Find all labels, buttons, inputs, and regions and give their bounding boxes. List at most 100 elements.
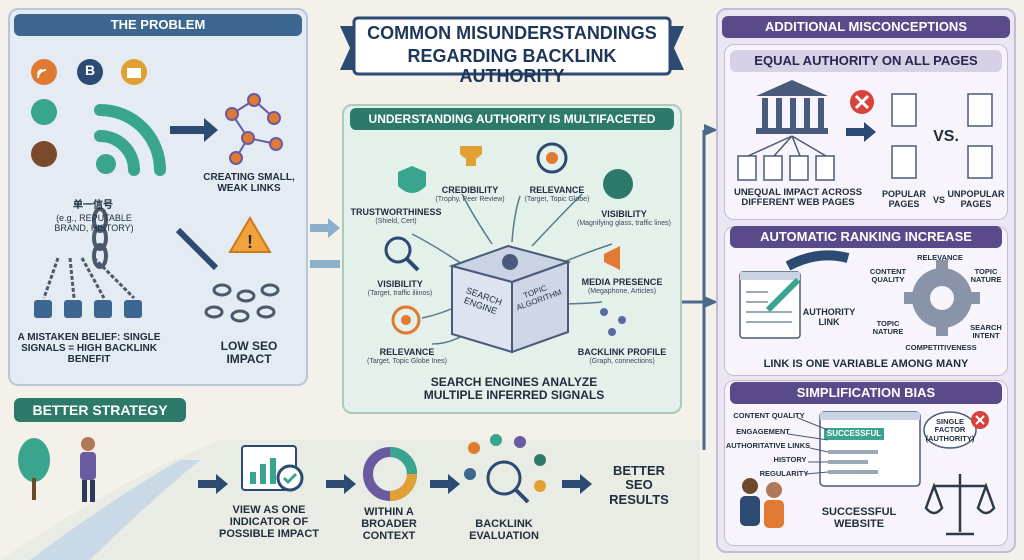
- automatic-ranking-header: AUTOMATIC RANKING INCREASE: [730, 226, 1002, 248]
- person-icon: [80, 437, 96, 502]
- simplification-bias-header: SIMPLIFICATION BIAS: [730, 382, 1002, 404]
- arrow-right-icon: [170, 118, 218, 142]
- website-mockup-icon: [819, 411, 921, 487]
- weak-links-label: CREATING SMALL, WEAK LINKS: [203, 172, 295, 194]
- broken-links-icon: [204, 283, 280, 323]
- megaphone-icon: [604, 246, 620, 270]
- chain-icon: [92, 207, 108, 269]
- search-engine-cube: [448, 244, 572, 354]
- magnifier-icon: [384, 236, 412, 264]
- center-panel: [342, 104, 682, 414]
- arrow-down-icon: [175, 227, 219, 271]
- speech-bubble: [923, 411, 977, 449]
- arrow-right-icon-2: [198, 474, 228, 494]
- ranking-illustration: [739, 250, 980, 339]
- arrow-right-icon-5: [562, 474, 592, 494]
- title-line-2: REGARDING BACKLINK AUTHORITY: [407, 45, 617, 86]
- strategy-illustration: [0, 434, 700, 560]
- step-evaluation-label: BACKLINK EVALUATION: [469, 518, 539, 543]
- signal-waves-icon: [94, 104, 166, 176]
- signal-trustworthiness: TRUSTWORTHINESS(Shield, Cert): [350, 207, 442, 225]
- signal-sub-label: (e.g., REPUTABLE BRAND, HISTORY): [54, 213, 134, 233]
- trophy-icon: [460, 146, 482, 166]
- bias-illustration: [740, 411, 996, 536]
- svg-text:!: !: [247, 232, 253, 252]
- automatic-caption: LINK IS ONE VARIABLE AMONG MANY: [763, 358, 969, 370]
- chart-magnifier-icon: [241, 445, 304, 492]
- brand-letter: B: [84, 62, 96, 78]
- globe-icon: [603, 169, 633, 199]
- title-banner: COMMON MISUNDERSTANDINGS REGARDING BACKL…: [340, 14, 684, 85]
- tree-icon: [18, 438, 50, 482]
- equal-illustration: [737, 80, 993, 181]
- path-road: [30, 460, 200, 560]
- document-stack-icon: [891, 93, 993, 179]
- small-rss-icons: [34, 300, 142, 318]
- signal-label: 单一信号: [73, 200, 113, 211]
- target-icon-2: [391, 305, 421, 335]
- connector-arrows: [310, 218, 340, 268]
- vs-big-label: VS.: [933, 128, 959, 145]
- unequal-label: UNEQUAL IMPACT ACROSS DIFFERENT WEB PAGE…: [733, 187, 863, 209]
- link-icon: [31, 99, 57, 125]
- gear-icon: [502, 254, 518, 270]
- factor-content-quality: CONTENT QUALITY: [869, 267, 907, 285]
- title-line-1: COMMON MISUNDERSTANDINGS: [367, 23, 657, 43]
- signal-relevance-bottom: RELEVANCE(Target, Topic Globe Ines): [366, 347, 448, 365]
- strategy-header: BETTER STRATEGY: [14, 398, 186, 422]
- right-header: ADDITIONAL MISCONCEPTIONS: [722, 16, 1010, 38]
- belief-label: A MISTAKEN BELIEF: SINGLE SIGNALS = HIGH…: [17, 332, 161, 365]
- warning-icon: [228, 216, 272, 253]
- problem-illustration: !: [31, 59, 283, 323]
- page-title: COMMON MISUNDERSTANDINGS REGARDING BACKL…: [360, 23, 664, 86]
- problem-panel: [8, 8, 308, 386]
- unpopular-label: UNPOPULAR PAGES: [947, 189, 1005, 209]
- shield-icon: [398, 166, 426, 193]
- target-icon: [536, 142, 568, 174]
- result-label: BETTER SEO RESULTS: [609, 463, 669, 507]
- arrow-right-icon-4: [430, 474, 460, 494]
- factor-topic-nature-2: TOPIC NATURE: [872, 319, 904, 337]
- bank-building-icon: [756, 80, 828, 134]
- bias-factor-regularity: REGULARITY: [759, 469, 809, 478]
- bias-factor-content-quality: CONTENT QUALITY: [733, 411, 805, 420]
- successful-website-label: SUCCESSFUL WEBSITE: [821, 506, 897, 531]
- hand-icon: [785, 250, 850, 271]
- vs-small-label: VS: [932, 195, 945, 205]
- bias-factor-authoritative-links: AUTHORITATIVE LINKS: [725, 441, 811, 450]
- step-context-label: WITHIN A BROADER CONTEXT: [361, 506, 417, 543]
- authority-link-label: AUTHORITY LINK: [802, 307, 856, 327]
- equal-authority-header: EQUAL AUTHORITY ON ALL PAGES: [730, 50, 1002, 72]
- network-icon: [225, 93, 283, 165]
- factor-relevance: RELEVANCE: [917, 253, 963, 262]
- hourglass-icon: [31, 141, 57, 167]
- bias-factor-history: HISTORY: [773, 455, 807, 464]
- bias-factor-engagement: ENGAGEMENT: [736, 427, 790, 436]
- gear-large-icon: [904, 260, 980, 336]
- factor-competitiveness: COMPETITIVENESS: [905, 343, 977, 352]
- signal-media-presence: MEDIA PRESENCE(Megaphone, Articles): [581, 277, 663, 295]
- donut-chart-icon: [363, 447, 417, 501]
- signal-credibility: CREDIBILITY(Trophy, Peer Review): [435, 185, 505, 203]
- banner-ribbon: [340, 16, 684, 76]
- brand-b-icon: [77, 59, 103, 85]
- factor-topic-nature-1: TOPIC NATURE: [970, 267, 1002, 285]
- impact-label: LOW SEO IMPACT: [220, 339, 278, 367]
- rss-icon: [31, 59, 57, 85]
- signal-relevance-top: RELEVANCE(Target, Topic Globe): [524, 185, 590, 203]
- chain-link-icon: [765, 277, 801, 313]
- signal-visibility-top: VISIBILITY(Magnifying glass, traffic lin…: [576, 209, 672, 227]
- successful-label: SUCCESSFUL: [826, 429, 882, 438]
- graph-icon: [600, 308, 626, 336]
- web-pages-icons: [737, 155, 835, 181]
- successful-bar: [824, 428, 884, 440]
- popular-label: POPULAR PAGES: [881, 189, 926, 209]
- center-header: UNDERSTANDING AUTHORITY IS MULTIFACETED: [350, 108, 674, 130]
- signal-backlink-profile: BACKLINK PROFILE(Graph, connections): [577, 347, 667, 365]
- single-factor-label: SINGLE FACTOR (AUTHORITY): [925, 417, 975, 443]
- signals-diagram: [384, 142, 633, 354]
- arrow-right-icon-3: [326, 474, 356, 494]
- evaluation-icon: [464, 434, 546, 504]
- center-caption: SEARCH ENGINES ANALYZE MULTIPLE INFERRED…: [423, 375, 605, 403]
- right-connector: [682, 124, 718, 450]
